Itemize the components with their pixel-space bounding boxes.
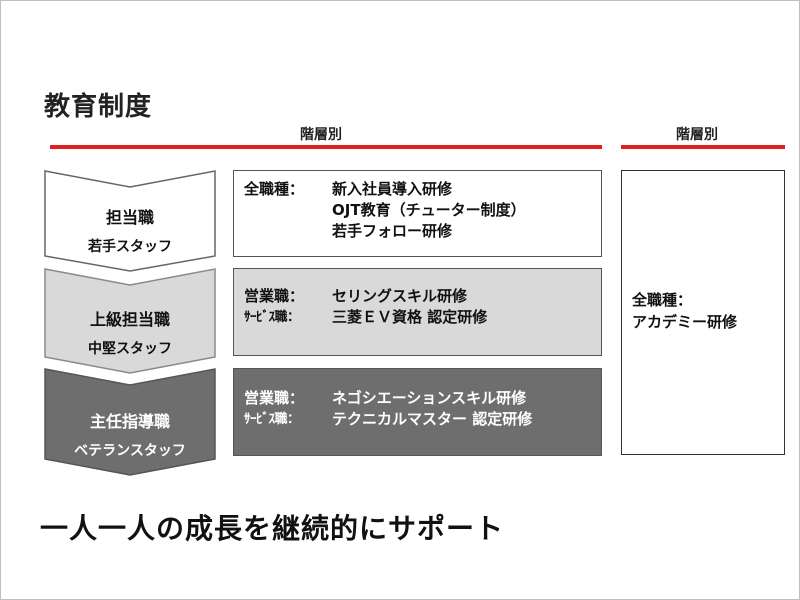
tier-title: 主任指導職 [89, 412, 170, 431]
training-row: ｻｰﾋﾞｽ職： テクニカルマスター 認定研修 [244, 409, 601, 430]
job-type-label: ｻｰﾋﾞｽ職： [244, 310, 300, 325]
training-row: ｻｰﾋﾞｽ職： 三菱ＥＶ資格 認定研修 [244, 307, 601, 328]
training-row: 営業職： ネゴシエーションスキル研修 [244, 388, 601, 409]
tier-title: 上級担当職 [89, 310, 170, 329]
tier-chevron-1: 担当職 若手スタッフ [44, 170, 216, 272]
job-type-label: 営業職： [244, 287, 305, 305]
job-type-label: 営業職： [244, 389, 305, 407]
tier-subtitle: ベテランスタッフ [74, 443, 186, 459]
job-type-label: 全職種： [244, 180, 305, 198]
tier-subtitle: 若手スタッフ [88, 239, 172, 255]
section-divider-left [50, 145, 602, 149]
training-row: 全職種： 新入社員導入研修 [244, 179, 601, 200]
section-divider-right [621, 145, 785, 149]
chevron-shape-2 [44, 268, 216, 374]
training-name: 新入社員導入研修 [332, 180, 453, 198]
section-label-right: 階層別 [676, 127, 718, 143]
training-row: OJT教育（チューター制度） [244, 200, 601, 221]
training-name: セリングスキル研修 [332, 287, 468, 305]
training-name: 三菱ＥＶ資格 認定研修 [332, 308, 488, 326]
training-name: OJT教育（チューター制度） [332, 201, 526, 219]
tier-chevron-3: 主任指導職 ベテランスタッフ [44, 368, 216, 476]
chevron-shape-1 [44, 170, 216, 272]
training-box-3: 営業職： ネゴシエーションスキル研修 ｻｰﾋﾞｽ職： テクニカルマスター 認定研… [233, 368, 602, 456]
training-name: ネゴシエーションスキル研修 [332, 389, 527, 407]
academy-training-name: アカデミー研修 [632, 313, 738, 331]
page-title: 教育制度 [44, 92, 153, 122]
training-row: 若手フォロー研修 [244, 221, 601, 242]
training-name: テクニカルマスター 認定研修 [332, 410, 533, 428]
tier-text-3: 主任指導職 ベテランスタッフ [44, 408, 216, 460]
tier-title: 担当職 [105, 208, 154, 227]
academy-box: 全職種： アカデミー研修 [621, 170, 785, 455]
tier-chevron-2: 上級担当職 中堅スタッフ [44, 268, 216, 374]
training-box-1: 全職種： 新入社員導入研修 OJT教育（チューター制度） 若手フォロー研修 [233, 170, 602, 257]
tier-text-1: 担当職 若手スタッフ [44, 204, 216, 256]
academy-job-label: 全職種： [632, 291, 693, 309]
training-row: 営業職： セリングスキル研修 [244, 286, 601, 307]
job-type-label: ｻｰﾋﾞｽ職： [244, 412, 300, 427]
slogan: 一人一人の成長を継続的にサポート [40, 512, 505, 545]
tier-subtitle: 中堅スタッフ [88, 341, 172, 357]
tier-text-2: 上級担当職 中堅スタッフ [44, 306, 216, 358]
training-name: 若手フォロー研修 [332, 222, 453, 240]
job-type-label [244, 221, 332, 242]
section-label-left: 階層別 [300, 127, 342, 143]
training-box-2: 営業職： セリングスキル研修 ｻｰﾋﾞｽ職： 三菱ＥＶ資格 認定研修 [233, 268, 602, 356]
job-type-label [244, 200, 332, 221]
chevron-shape-3 [44, 368, 216, 476]
